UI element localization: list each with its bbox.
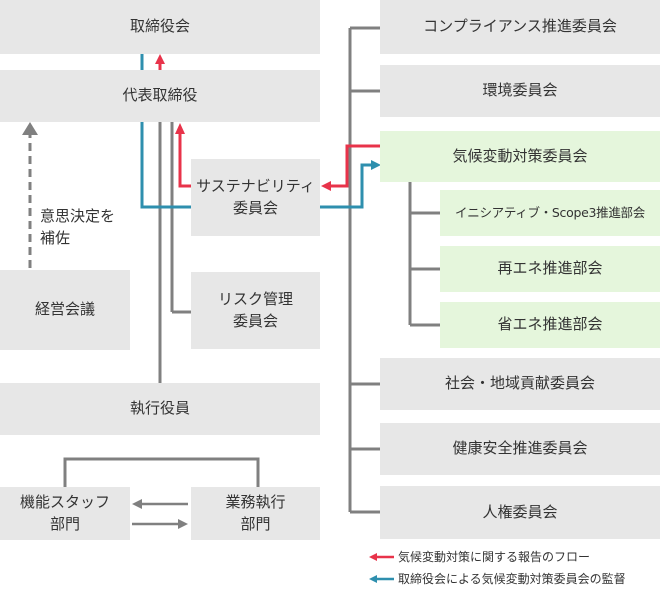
board-box: 取締役会 xyxy=(0,0,320,54)
staff-department-box: 機能スタッフ 部門 xyxy=(0,487,130,540)
climate-committee-label: 気候変動対策委員会 xyxy=(452,146,588,165)
report-flow-line xyxy=(330,144,380,188)
compliance-committee-label: コンプライアンス推進委員会 xyxy=(423,17,617,36)
board-label: 取締役会 xyxy=(129,17,190,36)
ceo-label: 代表取締役 xyxy=(122,86,198,105)
executive-officers-box: 執行役員 xyxy=(0,383,320,435)
staff-department-label: 機能スタッフ 部門 xyxy=(19,492,110,533)
ceo-box: 代表取締役 xyxy=(0,70,320,122)
renewable-energy-subcommittee-label: 再エネ推進部会 xyxy=(497,259,603,278)
decision-support-text: 意思決定を 補佐 xyxy=(40,206,116,247)
legend-report-flow-text: 気候変動対策に関する報告のフロー xyxy=(398,550,591,564)
energy-saving-subcommittee-label: 省エネ推進部会 xyxy=(497,315,603,334)
human-rights-committee-label: 人権委員会 xyxy=(482,502,558,521)
initiative-scope3-subcommittee-label: イニシアティブ・Scope3推進部会 xyxy=(455,204,645,220)
environment-committee-box: 環境委員会 xyxy=(380,65,660,117)
health-safety-committee-label: 健康安全推進委員会 xyxy=(452,439,588,458)
risk-committee-box: リスク管理 委員会 xyxy=(191,272,320,349)
sustainability-committee-box: サステナビリティ 委員会 xyxy=(191,159,320,236)
legend-oversight-flow: 取締役会による気候変動対策委員会の監督 xyxy=(368,570,626,587)
risk-committee-label: リスク管理 委員会 xyxy=(217,289,293,330)
business-department-box: 業務執行 部門 xyxy=(191,487,320,540)
climate-committee-box: 気候変動対策委員会 xyxy=(380,131,660,182)
blue-arrow-icon xyxy=(369,574,394,583)
social-community-committee-box: 社会・地域貢献委員会 xyxy=(380,358,660,410)
legend-oversight-flow-text: 取締役会による気候変動対策委員会の監督 xyxy=(398,572,626,586)
red-arrow-icon xyxy=(369,552,394,561)
legend-report-flow: 気候変動対策に関する報告のフロー xyxy=(368,548,590,565)
health-safety-committee-box: 健康安全推進委員会 xyxy=(380,423,660,475)
officers-to-departments-line xyxy=(63,457,260,487)
environment-committee-label: 環境委員会 xyxy=(482,81,558,100)
executive-officers-label: 執行役員 xyxy=(129,399,190,418)
sustainability-committee-label: サステナビリティ 委員会 xyxy=(196,176,315,217)
business-department-label: 業務執行 部門 xyxy=(225,492,286,533)
management-meeting-box: 経営会議 xyxy=(0,270,130,350)
decision-support-note: 意思決定を 補佐 xyxy=(40,184,115,249)
renewable-energy-subcommittee-box: 再エネ推進部会 xyxy=(440,246,660,292)
energy-saving-subcommittee-box: 省エネ推進部会 xyxy=(440,302,660,348)
management-meeting-label: 経営会議 xyxy=(34,300,95,319)
compliance-committee-box: コンプライアンス推進委員会 xyxy=(380,0,660,54)
initiative-scope3-subcommittee-box: イニシアティブ・Scope3推進部会 xyxy=(440,190,660,236)
social-community-committee-label: 社会・地域貢献委員会 xyxy=(444,374,595,393)
human-rights-committee-box: 人権委員会 xyxy=(380,486,660,539)
